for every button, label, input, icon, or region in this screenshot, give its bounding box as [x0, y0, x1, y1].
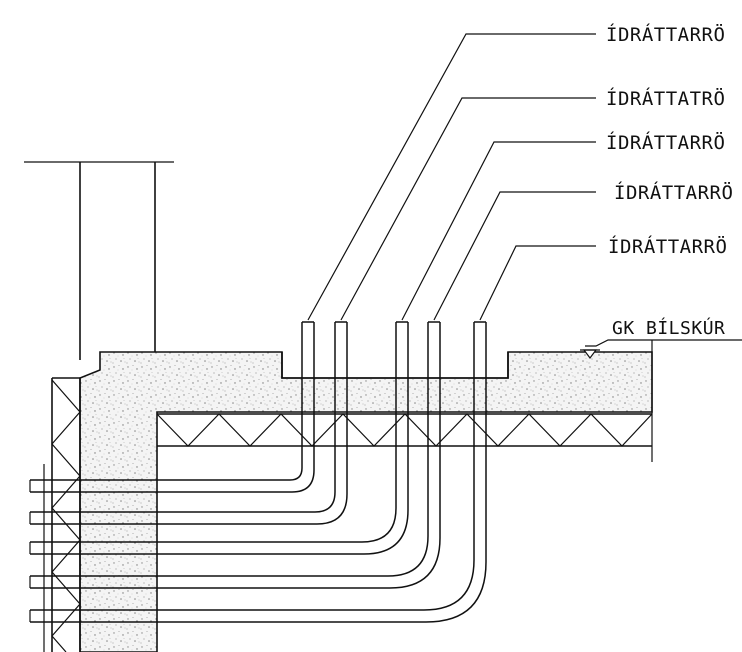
insulation-layer — [156, 413, 653, 447]
conduit-group — [29, 321, 487, 623]
level-marker: GK BÍLSKÚR — [580, 317, 742, 359]
conduit-5 — [30, 321, 487, 623]
callout-label-5: ÍDRÁTTARRÖ — [608, 235, 727, 258]
concrete-slab — [79, 351, 653, 652]
callout-label-2: ÍDRÁTTATRÖ — [606, 87, 725, 110]
level-label: GK BÍLSKÚR — [612, 317, 725, 339]
conduit-1 — [30, 321, 315, 493]
leader-lines — [307, 33, 596, 321]
callout-label-3: ÍDRÁTTARRÖ — [606, 131, 725, 154]
wall-insulation — [43, 377, 81, 652]
conduit-3 — [30, 321, 409, 555]
column — [24, 161, 174, 360]
conduit-4 — [30, 321, 441, 589]
slab-recess — [281, 352, 509, 379]
callout-label-1: ÍDRÁTTARRÖ — [606, 23, 725, 46]
callout-label-4: ÍDRÁTTARRÖ — [614, 181, 733, 204]
conduit-2 — [30, 321, 348, 525]
